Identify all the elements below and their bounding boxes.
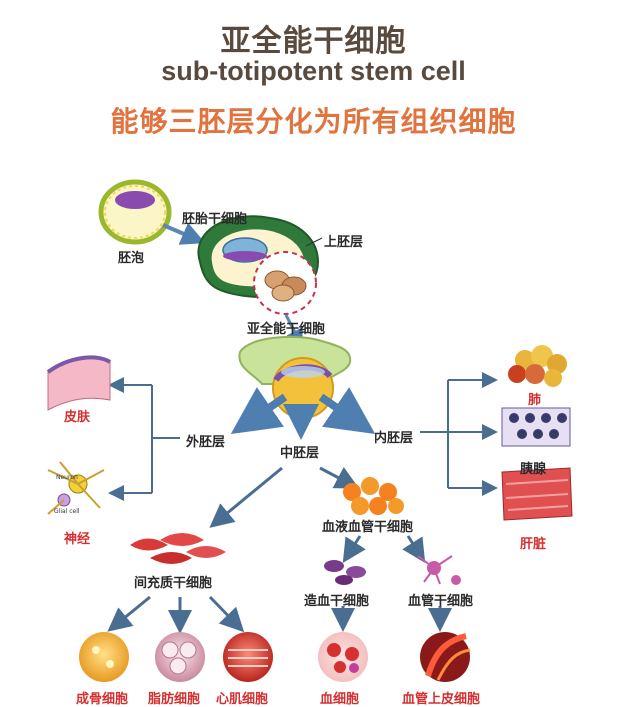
label-pancreas: 胰腺 bbox=[520, 462, 547, 477]
skin-illustration bbox=[46, 355, 112, 411]
mesenchymal-illustration bbox=[130, 533, 226, 564]
subtotipotent-cells-illustration bbox=[264, 270, 307, 302]
blood-cell-illustration bbox=[318, 632, 368, 682]
hematopoietic-illustration bbox=[324, 560, 366, 585]
page-tagline: 能够三胚层分化为所有组织细胞 bbox=[110, 105, 517, 138]
label-vascular-stem-cell: 血管干细胞 bbox=[408, 594, 474, 609]
cardiomyocyte-illustration bbox=[223, 632, 273, 682]
label-ectoderm: 外胚层 bbox=[186, 435, 226, 450]
label-blastocyst: 胚泡 bbox=[118, 251, 145, 266]
label-hematopoietic-stem-cell: 造血干细胞 bbox=[304, 594, 370, 609]
pancreas-illustration bbox=[501, 407, 571, 447]
osteoblast-illustration bbox=[79, 632, 129, 682]
hemangioblast-illustration bbox=[343, 477, 404, 515]
label-epiblast: 上胚层 bbox=[324, 235, 364, 250]
label-endothelial-cell: 血管上皮细胞 bbox=[402, 692, 481, 707]
label-endoderm: 内胚层 bbox=[374, 431, 414, 446]
page-subtitle: sub-totipotent stem cell bbox=[161, 56, 466, 86]
gastrula-illustration bbox=[238, 335, 352, 419]
vascular-stem-illustration bbox=[417, 555, 461, 585]
label-liver: 肝脏 bbox=[520, 537, 547, 552]
label-embryonic-stem-cell: 胚胎干细胞 bbox=[182, 212, 248, 227]
blastocyst-illustration bbox=[98, 179, 172, 245]
endothelial-illustration bbox=[420, 632, 471, 682]
tag-glial-cell: Glial cell bbox=[54, 508, 80, 515]
adipocyte-illustration bbox=[155, 632, 205, 682]
label-subtotipotent-stem-cell: 亚全能干细胞 bbox=[247, 322, 326, 337]
label-nerve: 神经 bbox=[64, 532, 91, 547]
label-mesoderm: 中胚层 bbox=[280, 446, 320, 461]
label-lung: 肺 bbox=[528, 393, 542, 408]
label-blood-cell: 血细胞 bbox=[320, 692, 360, 707]
label-mesenchymal-stem-cell: 间充质干细胞 bbox=[134, 576, 213, 591]
label-hemangioblast: 血液血管干细胞 bbox=[322, 520, 414, 535]
liver-illustration bbox=[501, 467, 573, 521]
nerve-illustration bbox=[47, 461, 105, 515]
label-adipocyte: 脂肪细胞 bbox=[148, 692, 201, 707]
lung-illustration bbox=[508, 345, 567, 387]
label-osteoblast: 成骨细胞 bbox=[76, 692, 129, 707]
page-title: 亚全能干细胞 bbox=[220, 24, 407, 59]
label-skin: 皮肤 bbox=[64, 410, 91, 425]
label-cardiomyocyte: 心肌细胞 bbox=[216, 692, 269, 707]
tag-neuron: Neuron bbox=[56, 474, 78, 481]
